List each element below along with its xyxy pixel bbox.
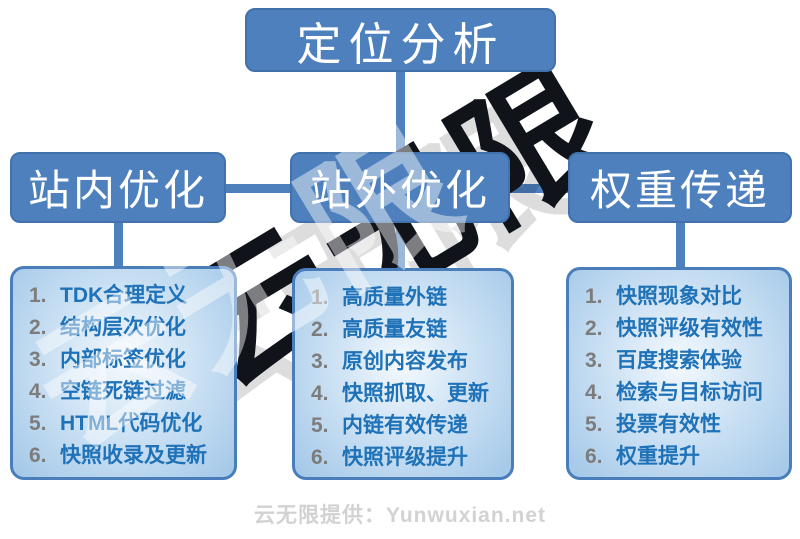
list-item: 4. 快照抓取、更新 xyxy=(311,378,505,410)
list-item-number: 3. xyxy=(311,350,329,373)
list-item-number: 1. xyxy=(585,285,603,308)
list-item-label: 内链有效传递 xyxy=(342,414,468,437)
list-item: 3. 内部标签优化 xyxy=(29,344,228,376)
list-item: 2. 快照评级有效性 xyxy=(585,313,783,345)
list-item-label: 快照收录及更新 xyxy=(60,444,207,467)
list-item-number: 6. xyxy=(311,446,329,469)
list-item-number: 2. xyxy=(311,318,329,341)
list-item-number: 4. xyxy=(29,380,47,403)
list-item-number: 4. xyxy=(585,381,603,404)
list-item: 4. 检索与目标访问 xyxy=(585,377,783,409)
list-item-label: 高质量友链 xyxy=(342,318,447,341)
list-item-number: 6. xyxy=(585,445,603,468)
list-item: 1. 高质量外链 xyxy=(311,282,505,314)
list-item-number: 2. xyxy=(29,316,47,339)
node-positioning-analysis: 定位分析 xyxy=(245,8,556,72)
list-item-number: 1. xyxy=(311,286,329,309)
list-item: 4. 空链死链过滤 xyxy=(29,376,228,408)
node-weight-transfer: 权重传递 xyxy=(568,152,792,223)
list-item-number: 2. xyxy=(585,317,603,340)
list-item: 2. 高质量友链 xyxy=(311,314,505,346)
connector-weight-panel xyxy=(676,221,685,270)
list-item-label: 检索与目标访问 xyxy=(616,381,763,404)
list-item-number: 5. xyxy=(585,413,603,436)
connector-offsite-panel xyxy=(396,221,405,271)
list-item-number: 1. xyxy=(29,284,47,307)
list-item-number: 5. xyxy=(311,414,329,437)
list-item-label: 快照抓取、更新 xyxy=(342,382,489,405)
list-item: 3. 原创内容发布 xyxy=(311,346,505,378)
connector-onsite-panel xyxy=(114,221,123,269)
list-item-label: HTML代码优化 xyxy=(60,412,203,435)
list-item-number: 3. xyxy=(585,349,603,372)
list-item: 6. 快照收录及更新 xyxy=(29,440,228,472)
node-offsite-optimization: 站外优化 xyxy=(290,152,510,223)
list-item-label: 结构层次优化 xyxy=(60,316,186,339)
list-item-label: 高质量外链 xyxy=(342,286,447,309)
list-item-label: 百度搜索体验 xyxy=(616,349,742,372)
list-item: 1. TDK合理定义 xyxy=(29,280,228,312)
list-item: 6. 快照评级提升 xyxy=(311,442,505,474)
list-item-label: 快照现象对比 xyxy=(616,285,742,308)
node-label: 权重传递 xyxy=(589,167,770,214)
list-item-number: 4. xyxy=(311,382,329,405)
list-item: 5. 投票有效性 xyxy=(585,409,783,441)
node-onsite-optimization: 站内优化 xyxy=(10,152,226,223)
list-item-label: 投票有效性 xyxy=(616,413,721,436)
list-item-label: 快照评级有效性 xyxy=(616,317,763,340)
node-label: 站外优化 xyxy=(309,167,490,214)
list-item-number: 5. xyxy=(29,412,47,435)
panel-offsite-items: 1. 高质量外链 2. 高质量友链 3. 原创内容发布 4. 快照抓取、更新 5… xyxy=(292,268,514,480)
connector-root-to-offsite xyxy=(396,70,405,156)
list-item: 2. 结构层次优化 xyxy=(29,312,228,344)
list-item-label: 内部标签优化 xyxy=(60,348,186,371)
panel-onsite-items: 1. TDK合理定义 2. 结构层次优化 3. 内部标签优化 4. 空链死链过滤… xyxy=(10,266,237,480)
connector-onsite-offsite xyxy=(224,184,292,193)
node-label: 站内优化 xyxy=(27,167,208,214)
list-item-label: TDK合理定义 xyxy=(60,284,188,307)
connector-offsite-weight xyxy=(508,184,570,193)
panel-weight-items: 1. 快照现象对比 2. 快照评级有效性 3. 百度搜索体验 4. 检索与目标访… xyxy=(566,267,792,480)
node-label: 定位分析 xyxy=(296,18,505,70)
list-item-label: 快照评级提升 xyxy=(342,446,468,469)
list-item: 3. 百度搜索体验 xyxy=(585,345,783,377)
list-item-label: 空链死链过滤 xyxy=(60,380,186,403)
list-item-number: 3. xyxy=(29,348,47,371)
list-item-label: 权重提升 xyxy=(616,445,700,468)
list-item-label: 原创内容发布 xyxy=(342,350,468,373)
list-item-number: 6. xyxy=(29,444,47,467)
list-item: 1. 快照现象对比 xyxy=(585,281,783,313)
list-item: 5. 内链有效传递 xyxy=(311,410,505,442)
list-item: 5. HTML代码优化 xyxy=(29,408,228,440)
list-item: 6. 权重提升 xyxy=(585,441,783,473)
footer-credit: 云无限提供：Yunwuxian.net xyxy=(253,504,547,527)
